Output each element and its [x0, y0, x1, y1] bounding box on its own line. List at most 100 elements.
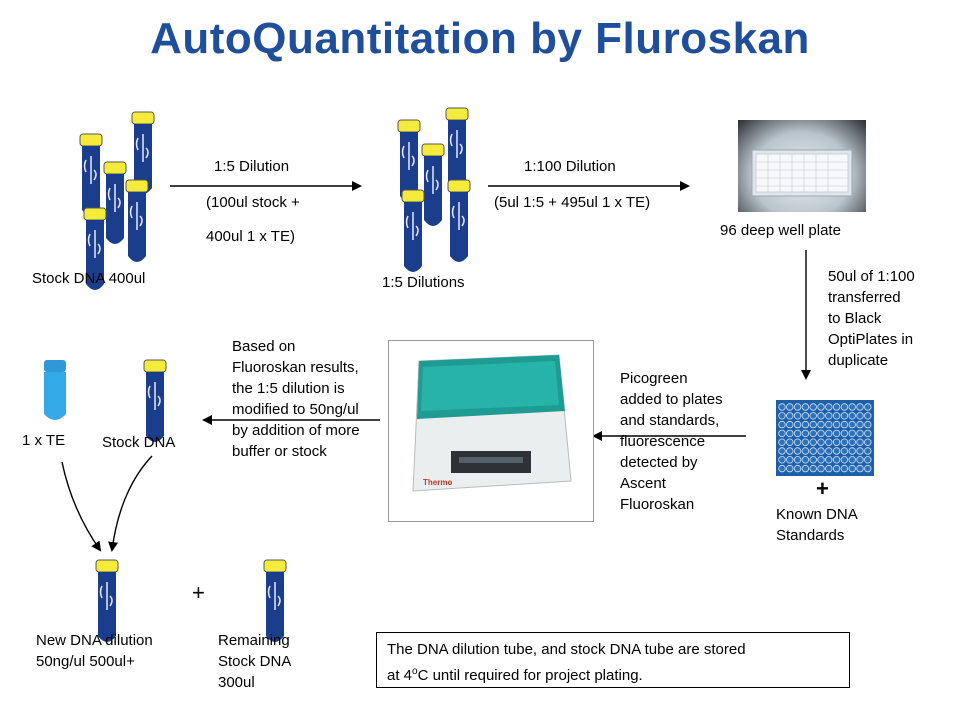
dna-tube-icon: [103, 161, 127, 245]
plate-well: [809, 429, 817, 438]
plate-well: [801, 412, 810, 420]
plate-well: [848, 438, 856, 446]
plate-well: [864, 456, 872, 464]
dilution1-line3: 400ul 1 x TE): [206, 228, 295, 245]
plate-well: [840, 464, 849, 473]
plate-well: [786, 403, 794, 411]
plate-well: [817, 464, 825, 473]
picogreen-line: and standards,: [620, 412, 720, 429]
plate-well: [793, 464, 802, 473]
arrow-te: [61, 461, 102, 552]
plate-well: [793, 412, 802, 420]
plate-well: [856, 403, 864, 411]
remaining-label: Remaining Stock DNA 300ul: [218, 630, 291, 693]
based-on-line: by addition of more: [232, 422, 360, 439]
standards-line: Standards: [776, 527, 845, 544]
new-dilution-line: New DNA dilution: [36, 632, 153, 649]
plate-well: [778, 412, 786, 420]
picogreen-line: detected by: [620, 454, 698, 471]
plate-well: [809, 438, 817, 446]
plate-well: [848, 420, 856, 429]
storage-note: The DNA dilution tube, and stock DNA tub…: [376, 632, 850, 688]
picogreen-text: Picogreen added to plates and standards,…: [620, 368, 723, 515]
plate-well: [786, 429, 794, 438]
stock-dna-label: Stock DNA 400ul: [32, 270, 146, 287]
plate-well: [778, 438, 786, 446]
plate-well: [809, 420, 817, 429]
note-prefix: at 4: [387, 667, 413, 684]
new-dilution-label: New DNA dilution 50ng/ul 500ul+: [36, 630, 153, 672]
plate-well: [856, 447, 864, 455]
dilution1-line1: 1:5 Dilution: [214, 158, 290, 175]
machine-brand-text: Thermo: [423, 478, 452, 487]
note-line-2: at 4oC until required for project platin…: [387, 661, 839, 687]
transfer-line: 50ul of 1:100: [828, 268, 915, 285]
te-tube-icon: [44, 360, 66, 420]
plate-well: [809, 464, 817, 473]
based-on-line: buffer or stock: [232, 443, 327, 460]
plate-well: [786, 456, 794, 464]
based-on-line: modified to 50ng/ul: [232, 401, 359, 418]
plate-well: [856, 412, 864, 420]
plate-well: [825, 429, 833, 438]
plate-well: [832, 456, 841, 464]
dna-tube-icon: [125, 179, 149, 263]
plate-well: [793, 429, 802, 438]
dna-tube-icon: [421, 143, 445, 227]
plate-well: [848, 429, 856, 438]
plate-well: [801, 429, 810, 438]
plate-well: [786, 464, 794, 473]
plate-well: [848, 447, 856, 455]
plate-well: [778, 429, 786, 438]
plate-well: [832, 429, 841, 438]
plate-well: [801, 438, 810, 446]
plate-well: [778, 403, 786, 411]
remaining-line: Stock DNA: [218, 653, 292, 670]
plate-well: [793, 438, 802, 446]
plate-well: [840, 438, 849, 446]
dilution1-line2: (100ul stock +: [206, 194, 300, 211]
plate-well: [801, 447, 810, 455]
plate-well: [778, 464, 786, 473]
based-on-line: Fluoroskan results,: [232, 359, 359, 376]
based-on-line: Based on: [232, 338, 296, 355]
plate-well: [809, 456, 817, 464]
black-optiplate-image: [776, 400, 874, 476]
plate-well: [778, 456, 786, 464]
plate-well: [817, 420, 825, 429]
plate-well: [801, 464, 810, 473]
plate-well: [825, 464, 833, 473]
plate-well: [825, 447, 833, 455]
transfer-line: to Black: [828, 310, 882, 327]
plate-well: [801, 403, 810, 411]
plate-well: [825, 456, 833, 464]
plate-well: [801, 420, 810, 429]
standards-label: Known DNA Standards: [776, 504, 858, 546]
plate-well: [832, 438, 841, 446]
plate-well: [848, 412, 856, 420]
plate-well: [809, 412, 817, 420]
plate-well: [825, 438, 833, 446]
plate-well: [793, 447, 802, 455]
plate-well: [793, 420, 802, 429]
note-suffix: C until required for project plating.: [417, 667, 643, 684]
remaining-line: 300ul: [218, 674, 255, 691]
plate-well: [864, 420, 872, 429]
plate-well: [832, 412, 841, 420]
plate-well: [856, 420, 864, 429]
picogreen-line: fluorescence: [620, 433, 706, 450]
picogreen-line: Picogreen: [620, 370, 688, 387]
plate-well: [825, 412, 833, 420]
plate-well: [825, 403, 833, 411]
deep-well-plate-image: [738, 120, 866, 212]
plate-well: [832, 464, 841, 473]
deep-well-label: 96 deep well plate: [720, 222, 841, 239]
plate-well: [840, 420, 849, 429]
plate-well: [793, 403, 802, 411]
plate-well: [817, 447, 825, 455]
transfer-line: transferred: [828, 289, 901, 306]
transfer-line: duplicate: [828, 352, 889, 369]
plus-standards: +: [816, 476, 829, 501]
plate-well: [786, 438, 794, 446]
plate-well: [786, 420, 794, 429]
